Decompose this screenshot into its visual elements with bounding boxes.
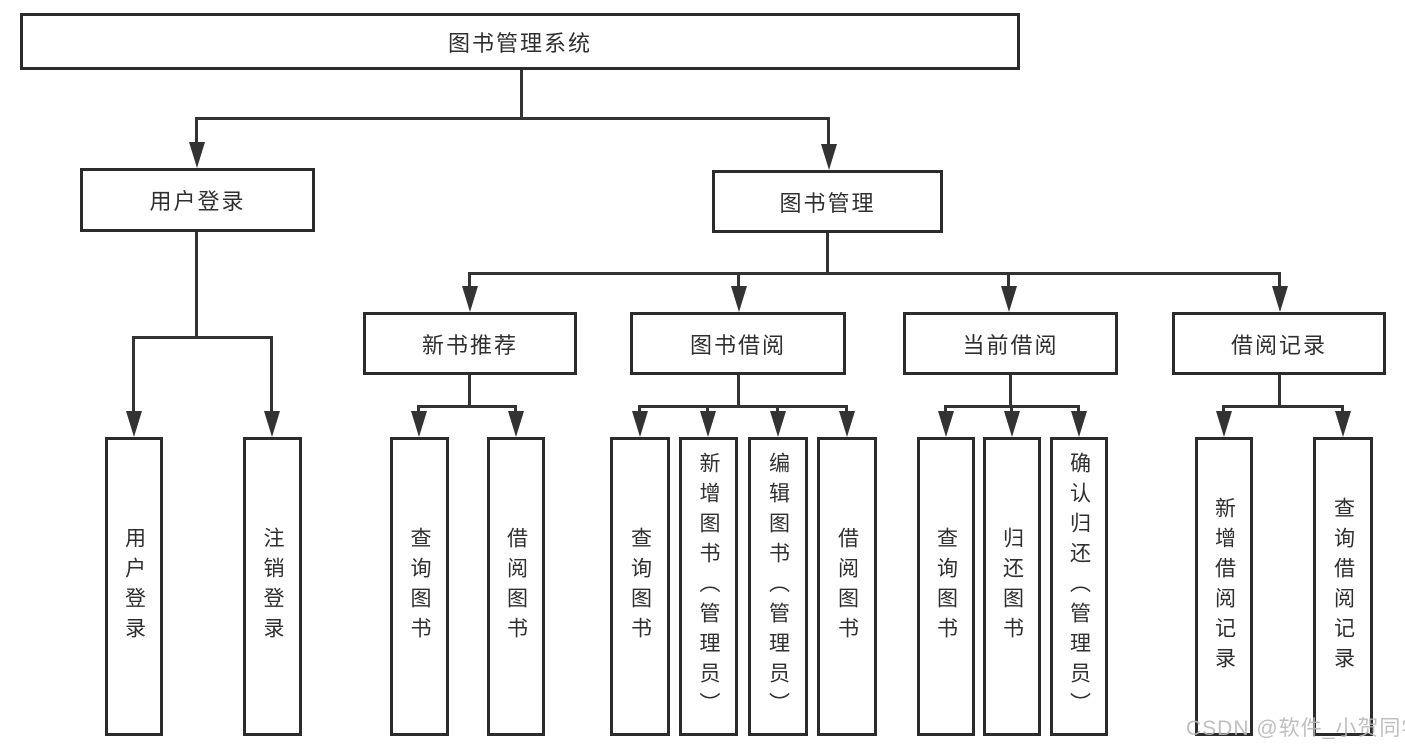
connector-line bbox=[1278, 375, 1281, 408]
connector-line bbox=[417, 405, 517, 408]
arrow-down-icon bbox=[1222, 405, 1225, 412]
node-add-books-admin: 新增图书（管理员） bbox=[679, 437, 738, 736]
node-label: 图书管理系统 bbox=[447, 30, 592, 56]
node-label: 查询借阅记录 bbox=[1331, 496, 1355, 677]
node-user-login: 用户登录 bbox=[105, 437, 163, 736]
node-borrow-books-rec: 借阅图书 bbox=[487, 437, 545, 736]
arrow-down-icon bbox=[1007, 272, 1010, 287]
arrow-down-icon bbox=[1278, 272, 1281, 287]
node-query-books-current: 查询图书 bbox=[917, 437, 975, 736]
node-query-borrow-record: 查询借阅记录 bbox=[1313, 437, 1373, 736]
node-label: 归还图书 bbox=[1000, 526, 1024, 647]
node-label: 图书借阅 bbox=[689, 332, 786, 358]
arrow-down-icon bbox=[514, 405, 517, 412]
connector-line bbox=[132, 336, 273, 339]
arrow-down-icon bbox=[132, 336, 135, 412]
arrow-down-icon bbox=[706, 405, 709, 412]
node-label: 新增借阅记录 bbox=[1212, 496, 1236, 677]
node-label: 查询图书 bbox=[628, 526, 652, 647]
arrow-down-icon bbox=[638, 405, 641, 412]
watermark: CSDN @软件_小贺同学 bbox=[1186, 717, 1405, 740]
node-label: 编辑图书（管理员） bbox=[766, 451, 790, 722]
node-book-mgmt-branch: 图书管理 bbox=[712, 170, 943, 233]
arrow-down-icon bbox=[737, 272, 740, 287]
arrow-down-icon bbox=[944, 405, 947, 412]
connector-line bbox=[520, 70, 523, 120]
connector-line bbox=[468, 272, 1281, 275]
node-label: 当前借阅 bbox=[962, 332, 1059, 358]
node-new-book-rec: 新书推荐 bbox=[363, 312, 577, 375]
node-label: 注销登录 bbox=[261, 526, 285, 647]
arrow-down-icon bbox=[195, 117, 198, 143]
arrow-down-icon bbox=[270, 336, 273, 412]
node-label: 查询图书 bbox=[408, 526, 432, 647]
node-user-login-branch: 用户登录 bbox=[80, 168, 315, 232]
node-borrow-records: 借阅记录 bbox=[1172, 312, 1386, 375]
node-edit-books-admin: 编辑图书（管理员） bbox=[748, 437, 808, 736]
node-current-borrow: 当前借阅 bbox=[903, 312, 1118, 375]
node-label: 用户登录 bbox=[149, 189, 246, 214]
arrow-down-icon bbox=[417, 405, 420, 412]
node-label: 确认归还（管理员） bbox=[1067, 451, 1091, 722]
node-label: 用户登录 bbox=[122, 526, 146, 647]
connector-line bbox=[195, 117, 830, 120]
node-return-books: 归还图书 bbox=[983, 437, 1041, 736]
arrow-down-icon bbox=[845, 405, 848, 412]
node-query-books-borrow: 查询图书 bbox=[610, 437, 670, 736]
node-label: 借阅记录 bbox=[1230, 332, 1327, 358]
node-add-borrow-record: 新增借阅记录 bbox=[1195, 437, 1253, 736]
connector-line bbox=[468, 375, 471, 408]
arrow-down-icon bbox=[776, 405, 779, 412]
arrow-down-icon bbox=[468, 272, 471, 287]
node-library-system: 图书管理系统 bbox=[20, 13, 1020, 70]
node-label: 借阅图书 bbox=[504, 526, 528, 647]
connector-line bbox=[826, 233, 829, 275]
node-label: 借阅图书 bbox=[835, 526, 859, 647]
node-borrow-books-borrow: 借阅图书 bbox=[817, 437, 877, 736]
connector-line bbox=[1009, 375, 1012, 408]
connector-line bbox=[737, 375, 740, 408]
node-book-borrow: 图书借阅 bbox=[630, 312, 846, 375]
node-logout: 注销登录 bbox=[243, 437, 302, 736]
node-confirm-return-admin: 确认归还（管理员） bbox=[1050, 437, 1108, 736]
arrow-down-icon bbox=[1010, 405, 1013, 412]
arrow-down-icon bbox=[827, 117, 830, 145]
arrow-down-icon bbox=[1077, 405, 1080, 412]
node-query-books-rec: 查询图书 bbox=[390, 437, 449, 736]
node-label: 新增图书（管理员） bbox=[697, 451, 721, 722]
connector-line bbox=[638, 405, 848, 408]
arrow-down-icon bbox=[1341, 405, 1344, 412]
connector-line bbox=[1222, 405, 1344, 408]
node-label: 图书管理 bbox=[779, 190, 876, 216]
connector-line bbox=[195, 232, 198, 339]
node-label: 查询图书 bbox=[934, 526, 958, 647]
node-label: 新书推荐 bbox=[421, 332, 518, 358]
